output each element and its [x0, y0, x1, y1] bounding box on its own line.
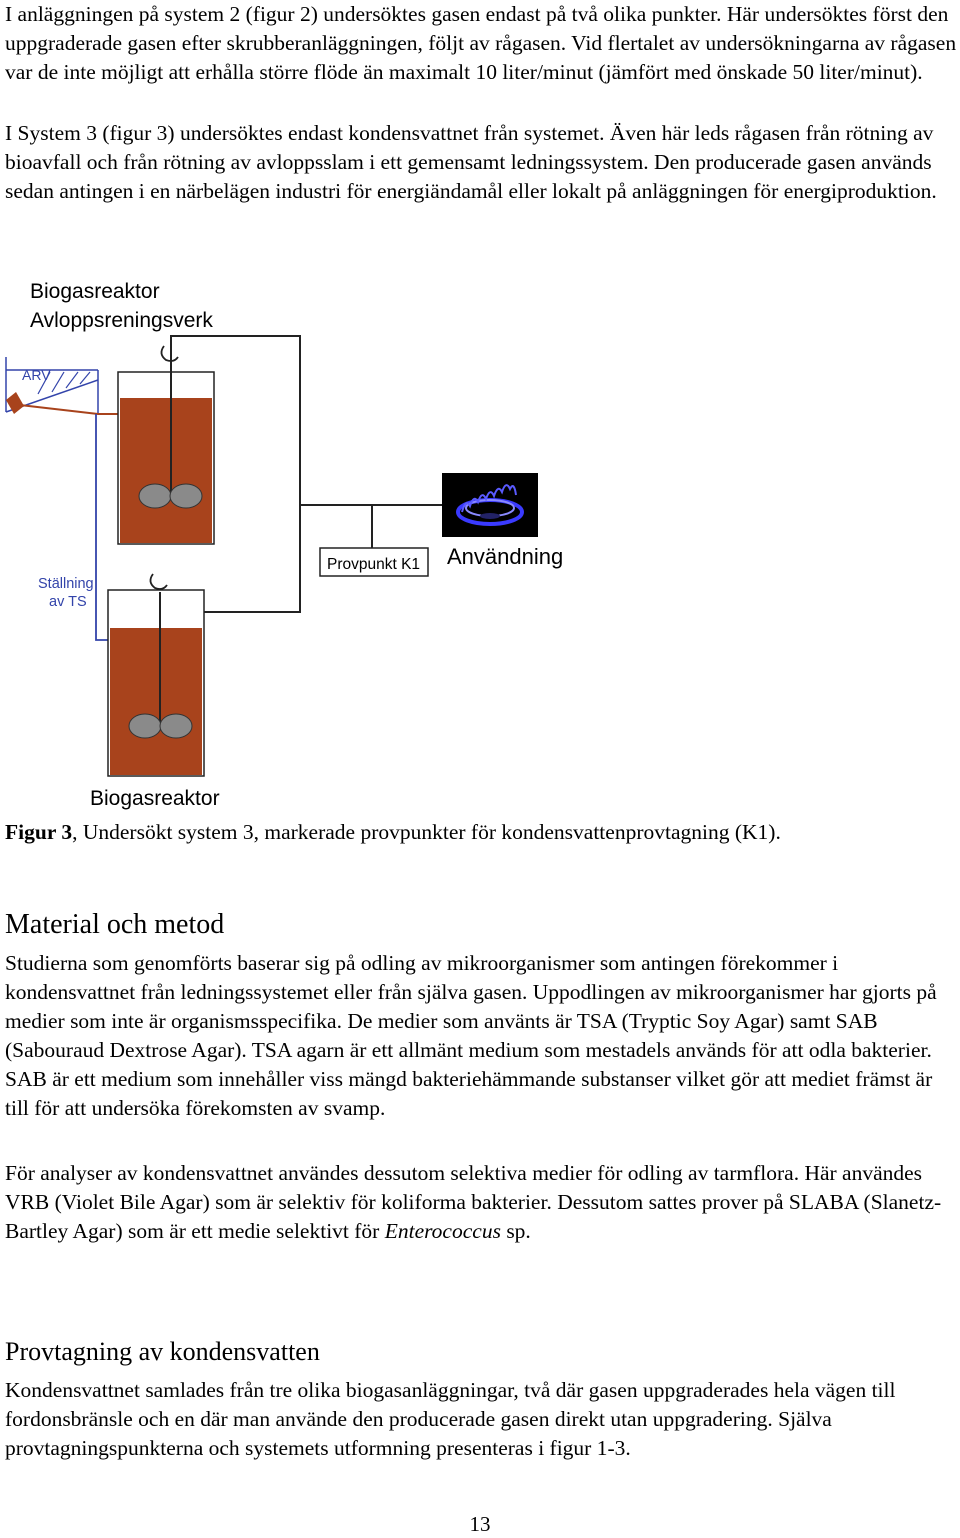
reactor-bottom	[107, 573, 205, 777]
caption-text: , Undersökt system 3, markerade provpunk…	[72, 820, 781, 844]
figure-caption: Figur 3, Undersökt system 3, markerade p…	[5, 818, 960, 847]
material-p2-end: sp.	[500, 1219, 531, 1243]
mixer-rotation-icon	[160, 345, 179, 362]
system3-diagram: Biogasreaktor Avloppsreningsverk ARV Stä…	[5, 280, 563, 810]
page-number: 13	[469, 1512, 491, 1536]
label-provpunkt-k1: Provpunkt K1	[327, 556, 420, 573]
label-biogasreaktor-bottom: Biogasreaktor	[90, 787, 220, 810]
label-arv: ARV	[22, 367, 51, 383]
material-p2-italic: Enterococcus	[384, 1219, 501, 1243]
intro-paragraph-system3: I System 3 (figur 3) undersöktes endast …	[5, 121, 937, 203]
label-avloppsreningsverk: Avloppsreningsverk	[30, 309, 213, 332]
material-paragraph-1: Studierna som genomförts baserar sig på …	[5, 951, 937, 1120]
gas-flame-icon	[442, 473, 538, 537]
material-p2-main: För analyser av kondensvattnet användes …	[5, 1161, 942, 1243]
label-anvandning: Användning	[447, 544, 563, 569]
provpunkt-k1-box: Provpunkt K1	[319, 547, 429, 577]
material-paragraph-2: För analyser av kondensvattnet användes …	[5, 1159, 960, 1246]
intro-paragraph-system2: I anläggningen på system 2 (figur 2) und…	[5, 2, 957, 84]
arv-basin: ARV	[5, 357, 99, 414]
reactor-top	[117, 345, 215, 545]
section-title-provtagning: Provtagning av kondensvatten	[5, 1337, 320, 1366]
provtagning-paragraph: Kondensvattnet samlades från tre olika b…	[5, 1378, 896, 1460]
section-title-material: Material och metod	[5, 909, 225, 940]
label-av-ts: av TS	[49, 594, 87, 610]
caption-label: Figur 3	[5, 820, 73, 844]
mixer-rotation-icon	[149, 573, 168, 590]
ts-line	[95, 414, 108, 641]
sludge-pipe	[19, 404, 118, 415]
label-biogasreaktor-top: Biogasreaktor	[30, 280, 160, 303]
label-stallning: Ställning	[38, 576, 94, 592]
